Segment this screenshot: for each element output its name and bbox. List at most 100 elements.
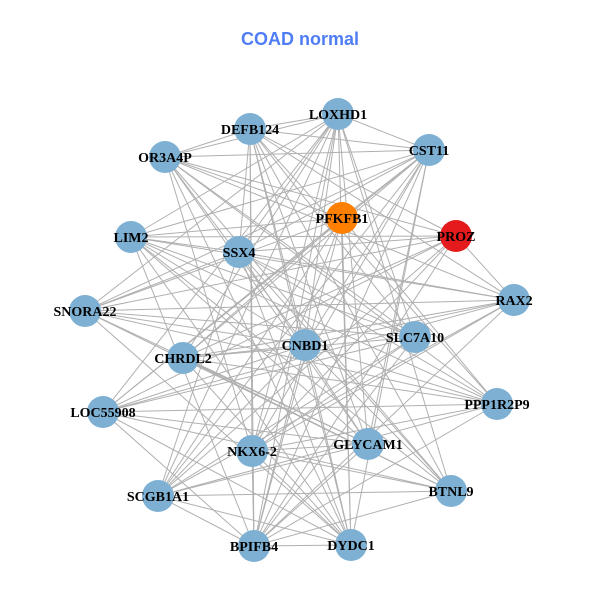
node-circle[interactable] (142, 480, 174, 512)
edge-SLC7A10-NKX6-2 (251, 336, 416, 452)
node-cst11[interactable]: CST11 (409, 134, 449, 166)
edge-BTNL9-SCGB1A1 (157, 490, 452, 497)
node-btnl9[interactable]: BTNL9 (428, 475, 474, 507)
node-rax2[interactable]: RAX2 (495, 284, 533, 316)
edge-SCGB1A1-DYDC1 (157, 495, 352, 546)
edge-LOXHD1-BPIFB4 (253, 113, 339, 547)
node-circle[interactable] (498, 284, 530, 316)
edge-SNORA22-SLC7A10 (84, 310, 416, 338)
edge-BPIFB4-DYDC1 (253, 544, 352, 547)
edge-CNBD1-BTNL9 (304, 344, 452, 492)
node-loxhd1[interactable]: LOXHD1 (309, 98, 367, 130)
node-circle[interactable] (335, 529, 367, 561)
node-glycam1[interactable]: GLYCAM1 (333, 428, 403, 460)
edge-LOC55908-GLYCAM1 (102, 411, 369, 445)
edge-PROZ-LOC55908 (102, 235, 457, 413)
node-circle[interactable] (440, 220, 472, 252)
edge-LOXHD1-LOC55908 (102, 113, 339, 413)
edge-GLYCAM1-SCGB1A1 (157, 443, 369, 497)
node-loc55908[interactable]: LOC55908 (70, 396, 136, 428)
node-or3a4p[interactable]: OR3A4P (138, 141, 192, 173)
edge-SSX4-DYDC1 (238, 251, 352, 546)
node-snora22[interactable]: SNORA22 (53, 295, 117, 327)
edge-SSX4-RAX2 (238, 251, 515, 301)
edge-PROZ-SNORA22 (84, 235, 457, 312)
node-circle[interactable] (399, 321, 431, 353)
node-label: BPIFB4 (230, 540, 278, 555)
node-dydc1[interactable]: DYDC1 (327, 529, 375, 561)
node-circle[interactable] (435, 475, 467, 507)
edge-SLC7A10-LOC55908 (102, 336, 416, 413)
edge-LOXHD1-CHRDL2 (182, 113, 339, 359)
edge-PROZ-SSX4 (238, 235, 457, 253)
edge-OR3A4P-BTNL9 (164, 156, 452, 492)
node-ssx4[interactable]: SSX4 (223, 236, 256, 268)
node-circle[interactable] (167, 342, 199, 374)
node-circle[interactable] (238, 530, 270, 562)
edge-CHRDL2-GLYCAM1 (182, 357, 369, 445)
edge-NKX6-2-BTNL9 (251, 450, 452, 492)
edge-SSX4-PPP1R2P9 (238, 251, 498, 405)
edge-LOXHD1-CST11 (337, 113, 430, 151)
node-defb124[interactable]: DEFB124 (221, 113, 279, 145)
node-label: DYDC1 (327, 539, 374, 554)
node-label: PROZ (437, 230, 476, 245)
node-circle[interactable] (289, 329, 321, 361)
node-label: OR3A4P (138, 151, 192, 166)
node-slc7a10[interactable]: SLC7A10 (386, 321, 444, 353)
edge-SSX4-SCGB1A1 (157, 251, 240, 497)
edge-LIM2-SLC7A10 (130, 236, 416, 338)
edge-DEFB124-PROZ (249, 128, 457, 237)
node-circle[interactable] (352, 428, 384, 460)
node-circle[interactable] (115, 221, 147, 253)
node-circle[interactable] (69, 295, 101, 327)
node-circle[interactable] (322, 98, 354, 130)
edge-SCGB1A1-BPIFB4 (157, 495, 255, 547)
node-circle[interactable] (236, 435, 268, 467)
node-label: PFKFB1 (316, 212, 369, 227)
edge-CNBD1-CHRDL2 (182, 344, 306, 359)
edge-RAX2-SNORA22 (84, 299, 515, 312)
edge-OR3A4P-PROZ (164, 156, 457, 237)
node-pfkfb1[interactable]: PFKFB1 (316, 202, 369, 234)
edge-DEFB124-RAX2 (249, 128, 515, 301)
node-proz[interactable]: PROZ (437, 220, 476, 252)
edge-CNBD1-DYDC1 (304, 344, 352, 546)
node-circle[interactable] (481, 388, 513, 420)
edge-SNORA22-DYDC1 (84, 310, 352, 546)
edge-CNBD1-SCGB1A1 (157, 344, 306, 497)
node-nkx6-2[interactable]: NKX6-2 (227, 435, 277, 467)
edge-LOC55908-BTNL9 (102, 411, 452, 492)
node-circle[interactable] (223, 236, 255, 268)
node-circle[interactable] (149, 141, 181, 173)
edge-GLYCAM1-BPIFB4 (253, 443, 369, 547)
edge-NKX6-2-DYDC1 (251, 450, 352, 546)
edge-OR3A4P-NKX6-2 (164, 156, 253, 452)
edge-PPP1R2P9-LOC55908 (102, 403, 498, 413)
node-circle[interactable] (87, 396, 119, 428)
node-cnbd1[interactable]: CNBD1 (282, 329, 329, 361)
node-scgb1a1[interactable]: SCGB1A1 (127, 480, 189, 512)
edge-LOXHD1-SCGB1A1 (157, 113, 339, 497)
node-label: CST11 (409, 144, 449, 159)
edge-GLYCAM1-NKX6-2 (251, 443, 369, 452)
node-lim2[interactable]: LIM2 (114, 221, 149, 253)
edge-CHRDL2-PPP1R2P9 (182, 357, 498, 405)
edge-PPP1R2P9-BPIFB4 (253, 403, 498, 547)
edge-BTNL9-BPIFB4 (253, 490, 452, 547)
node-chrdl2[interactable]: CHRDL2 (154, 342, 212, 374)
node-circle[interactable] (326, 202, 358, 234)
edge-SNORA22-CNBD1 (84, 310, 306, 346)
node-ppp1r2p9[interactable]: PPP1R2P9 (464, 388, 530, 420)
graph-title: COAD normal (240, 29, 359, 49)
node-label: SNORA22 (53, 305, 116, 320)
edge-PFKFB1-LIM2 (130, 217, 343, 238)
edge-LOC55908-BPIFB4 (102, 411, 255, 547)
node-circle[interactable] (234, 113, 266, 145)
node-label: CNBD1 (282, 339, 329, 354)
edge-LIM2-BTNL9 (130, 236, 452, 492)
node-circle[interactable] (413, 134, 445, 166)
node-bpifb4[interactable]: BPIFB4 (230, 530, 278, 562)
